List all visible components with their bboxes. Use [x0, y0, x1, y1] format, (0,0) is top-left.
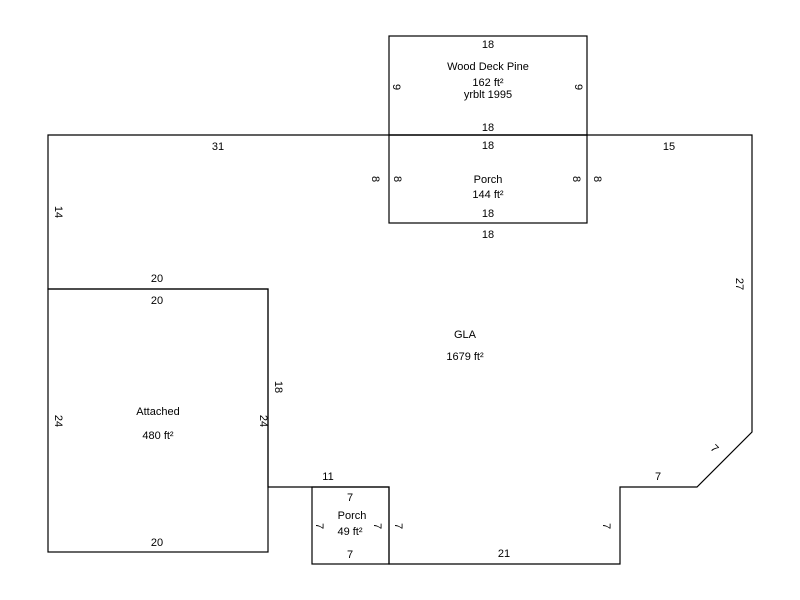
gla-area: 1679 ft² — [446, 351, 484, 363]
porch-top-name: Porch — [474, 174, 503, 186]
deck-outline — [388, 35, 588, 136]
dim-label: 9 — [572, 84, 584, 90]
deck-area: 162 ft² — [472, 77, 504, 89]
porch-top-area: 144 ft² — [472, 189, 504, 201]
dim-label: 7 — [655, 471, 661, 483]
porch-bottom-outline — [311, 486, 390, 565]
garage-area: 480 ft² — [142, 430, 174, 442]
porch-bottom-name: Porch — [338, 510, 367, 522]
dim-label: 8 — [570, 176, 582, 182]
dim-label: 8 — [391, 176, 403, 182]
dim-label: 14 — [52, 206, 64, 218]
porch-bottom-area: 49 ft² — [337, 526, 362, 538]
dim-label: 20 — [151, 273, 163, 285]
deck-note: yrblt 1995 — [464, 89, 512, 101]
dim-label: 7 — [600, 523, 612, 529]
dim-label: 20 — [151, 295, 163, 307]
dim-label: 7 — [313, 523, 325, 529]
dim-label: 18 — [482, 39, 494, 51]
dim-label: 9 — [390, 84, 402, 90]
dim-label: 21 — [498, 548, 510, 560]
dim-label: 20 — [151, 537, 163, 549]
dim-label: 7 — [392, 523, 404, 529]
gla-outline — [47, 134, 753, 565]
dim-label: 7 — [347, 492, 353, 504]
garage-outline — [47, 288, 269, 553]
dim-label: 7 — [708, 442, 721, 455]
dim-label: 8 — [369, 176, 381, 182]
dim-label: 11 — [322, 471, 333, 483]
dim-label: 15 — [663, 141, 675, 153]
deck-name: Wood Deck Pine — [447, 61, 529, 73]
dim-label: 24 — [257, 415, 269, 427]
dim-label: 18 — [482, 229, 494, 241]
gla-name: GLA — [454, 329, 477, 341]
dim-label: 18 — [482, 122, 494, 134]
dim-label: 8 — [591, 176, 603, 182]
dim-label: 24 — [52, 415, 64, 427]
dim-label: 18 — [482, 140, 494, 152]
dim-label: 7 — [347, 549, 353, 561]
dim-label: 7 — [371, 523, 383, 529]
dim-label: 27 — [733, 278, 745, 290]
dim-label: 31 — [212, 141, 224, 153]
dim-label: 18 — [272, 381, 284, 393]
dim-label: 18 — [482, 208, 494, 220]
garage-name: Attached — [136, 406, 179, 418]
